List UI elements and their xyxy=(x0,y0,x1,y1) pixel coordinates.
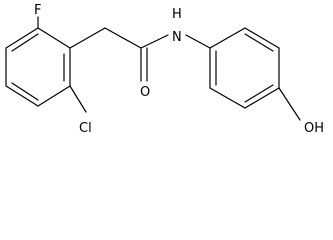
benzene-ring-left xyxy=(5,27,71,107)
bond-ring-left-1 xyxy=(37,27,71,49)
bond-ring-left-6 xyxy=(5,27,39,49)
bond-ch2-carbonyl xyxy=(104,27,142,49)
bond-ring-left-4 xyxy=(5,85,39,107)
benzene-ring-right xyxy=(209,27,280,109)
structure-canvas: F H N O Cl OH xyxy=(5,3,324,136)
hydroxyl-label: OH xyxy=(304,121,324,136)
bond-ring-right-1 xyxy=(209,27,246,49)
double-bond-left-c xyxy=(11,82,39,101)
bond-c-cl xyxy=(69,85,87,113)
chemical-structure: F H N O Cl OH xyxy=(5,3,324,136)
double-bond-right-b xyxy=(244,84,274,103)
double-bond-left-b xyxy=(11,33,39,52)
nitrogen-h-label: H xyxy=(172,7,182,22)
bond-ring-right-2 xyxy=(244,27,280,49)
bond-ring-left-3 xyxy=(37,85,71,107)
bond-ring-ch2 xyxy=(69,27,106,49)
bond-n-ring xyxy=(185,34,211,49)
bond-c-oh xyxy=(278,87,301,121)
bond-ring-right-4 xyxy=(244,87,280,109)
fluorine-label: F xyxy=(34,3,41,18)
nitrogen-label: N xyxy=(172,30,182,45)
bond-ring-right-5 xyxy=(209,87,246,109)
bond-carbonyl-n xyxy=(140,34,169,49)
chlorine-label: Cl xyxy=(79,121,92,136)
oxygen-label: O xyxy=(140,85,150,100)
double-bond-right-a xyxy=(244,33,274,52)
